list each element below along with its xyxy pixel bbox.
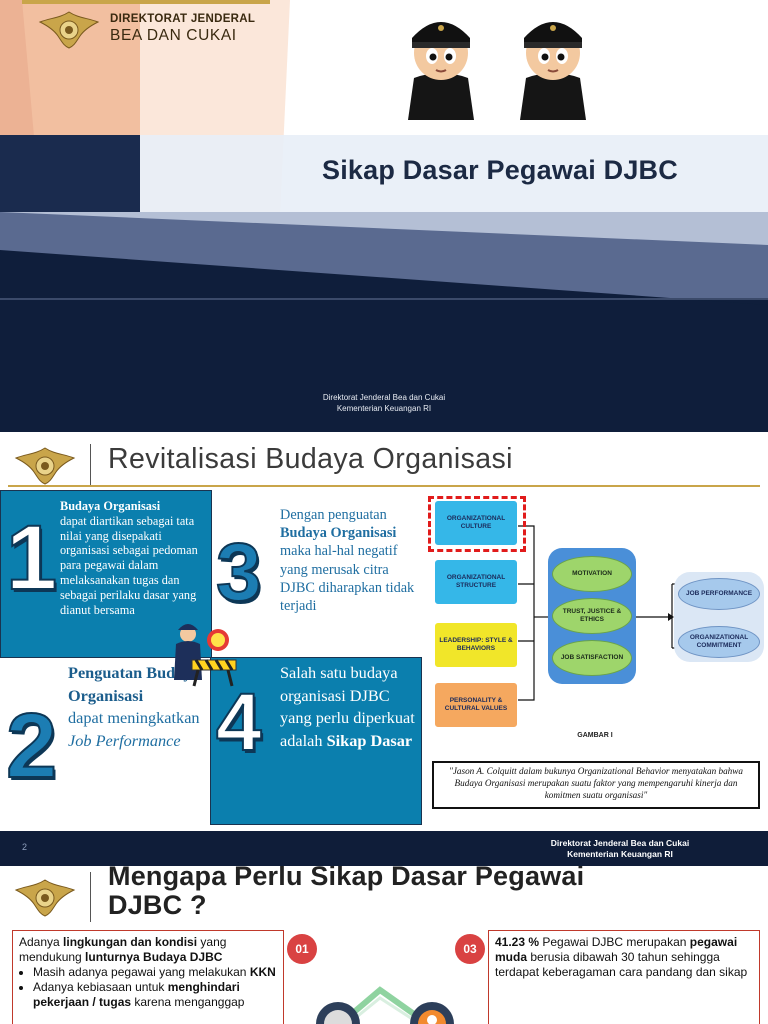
reason-right-box: 41.23 % Pegawai DJBC merupakan pegawai m… — [488, 930, 760, 1024]
colquitt-quote: "Jason A. Colquitt dalam bukunya Organiz… — [432, 761, 760, 809]
mascot-officer-right — [520, 22, 586, 120]
point-1-number: 1 — [5, 507, 58, 609]
left-intro-c: yang mendukung — [19, 935, 227, 964]
diagram-factor-box: ORGANIZATIONAL CULTURE — [434, 500, 518, 546]
point-2-text: Penguatan Budaya Organisasi dapat mening… — [68, 662, 218, 752]
title-slide: DIREKTORAT JENDERAL BEA DAN CUKAI Sikap … — [0, 0, 768, 432]
reason-2-b: menghindari pekerjaan / tugas — [33, 980, 240, 1009]
mengapa-slide: Mengapa Perlu Sikap Dasar Pegawai DJBC ?… — [0, 866, 768, 1024]
diagram-factor-box: ORGANIZATIONAL STRUCTURE — [434, 559, 518, 605]
header-divider — [90, 444, 91, 486]
djbc-emblem — [14, 447, 76, 485]
footer-line2: Kementerian Keuangan RI — [567, 849, 673, 859]
diagram-mechanism-oval: MOTIVATION — [552, 556, 632, 592]
point-3-bold: Budaya Organisasi — [280, 525, 397, 542]
point-3-text-b: maka hal-hal negatif yang merusak citra … — [280, 543, 415, 615]
slide-title: Mengapa Perlu Sikap Dasar Pegawai DJBC ? — [108, 866, 584, 920]
point-3-text: Dengan penguatan Budaya Organisasi maka … — [280, 506, 420, 615]
highlight-dashed-frame — [428, 496, 526, 552]
slide2-footer-bar — [0, 831, 768, 866]
point-1-bold: Budaya Organisasi — [60, 499, 161, 513]
slide-title: Sikap Dasar Pegawai DJBC — [322, 155, 678, 185]
point-1-box — [0, 490, 212, 658]
diagram-mechanism-oval: TRUST, JUSTICE & ETHICS — [552, 598, 632, 634]
point-4-number: 4 — [215, 677, 263, 768]
gold-ribbon — [22, 0, 270, 4]
djbc-emblem — [14, 879, 76, 917]
right-percent: 41.23 % — [495, 935, 540, 949]
point-2-body: dapat meningkatkan — [68, 708, 200, 727]
diagram-mechanism-oval: JOB SATISFACTION — [552, 640, 632, 676]
right-text-c: pegawai muda — [495, 935, 738, 964]
left-intro-a: Adanya — [19, 935, 64, 949]
reason-item: Adanya kebiasaan untuk menghindari peker… — [33, 980, 277, 1010]
slide-title: Revitalisasi Budaya Organisasi — [108, 443, 513, 475]
brand-line2: BEA DAN CUKAI — [110, 26, 237, 44]
point-3-text-a: Dengan penguatan — [280, 507, 387, 523]
process-illustration — [316, 986, 454, 1024]
point-2-italic: Job Performance — [68, 730, 181, 750]
footer-line2: Kementerian Keuangan RI — [336, 404, 432, 413]
diagram-factor-box: LEADERSHIP: STYLE & BEHAVIORS — [434, 622, 518, 668]
reason-item: Masih adanya pegawai yang melakukan KKN — [33, 965, 277, 980]
footer-line1: Direktorat Jenderal Bea dan Cukai — [550, 838, 690, 848]
point-2-bold: Penguatan Budaya Organisasi — [68, 663, 200, 705]
badge-03: 03 — [455, 934, 485, 964]
brand-text: DIREKTORAT JENDERAL BEA DAN CUKAI — [110, 13, 256, 44]
revitalisasi-slide: Revitalisasi Budaya Organisasi 1 Budaya … — [0, 432, 768, 866]
reason-1-a: Masih adanya pegawai yang melakukan — [33, 965, 250, 979]
left-intro-b: lingkungan dan kondisi — [63, 935, 198, 949]
point-4-bold: Sikap Dasar — [326, 730, 413, 750]
footer-line1: Direktorat Jenderal Bea dan Cukai — [322, 393, 446, 402]
slide2-footer-text: Direktorat Jenderal Bea dan Cukai Kement… — [520, 838, 720, 860]
slide1-background — [0, 0, 768, 432]
right-text-d: berusia dibawah 30 tahun sehingga terdap… — [495, 950, 748, 979]
left-intro-d: lunturnya Budaya DJBC — [85, 950, 223, 964]
diagram-caption: GAMBAR I — [577, 732, 613, 739]
slide1-footer: Direktorat Jenderal Bea dan Cukai Kement… — [0, 392, 768, 414]
page-number: 2 — [22, 842, 28, 852]
point-3-number: 3 — [215, 527, 263, 618]
reason-2-a: Adanya kebiasaan untuk — [33, 980, 168, 994]
reason-list: Masih adanya pegawai yang melakukan KKN … — [19, 965, 277, 1010]
point-1-body: dapat diartikan sebagai tata nilai yang … — [60, 513, 198, 617]
header-divider — [90, 872, 91, 922]
badge-01: 01 — [287, 934, 317, 964]
point-4-box — [210, 657, 422, 825]
diagram-outcome-oval: JOB PERFORMANCE — [678, 578, 760, 610]
officer-barrier-illustration — [174, 624, 237, 687]
point-4-text: Salah satu budaya organisasi DJBC yang p… — [280, 662, 416, 752]
point-1-text: Budaya Organisasi dapat diartikan sebaga… — [60, 499, 208, 617]
mascot-officer-left — [408, 22, 474, 120]
reason-2-c: karena menganggap — [131, 995, 245, 1009]
reason-left-box: Adanya lingkungan dan kondisi yang mendu… — [12, 930, 284, 1024]
brand-line1: DIREKTORAT JENDERAL — [110, 13, 256, 25]
point-4-body: Salah satu budaya organisasi DJBC yang p… — [280, 663, 415, 750]
djbc-emblem — [38, 11, 100, 49]
header-rule — [8, 485, 760, 487]
point-2-number: 2 — [5, 695, 58, 797]
reason-1-b: KKN — [249, 965, 276, 979]
diagram-outcome-oval: ORGANIZATIONAL COMMITMENT — [678, 626, 760, 658]
right-text-b: Pegawai DJBC merupakan — [539, 935, 690, 949]
title-line1: Mengapa Perlu Sikap Dasar Pegawai — [108, 866, 585, 891]
title-line2: DJBC ? — [108, 890, 207, 920]
diagram-factor-box: PERSONALITY & CULTURAL VALUES — [434, 682, 518, 728]
